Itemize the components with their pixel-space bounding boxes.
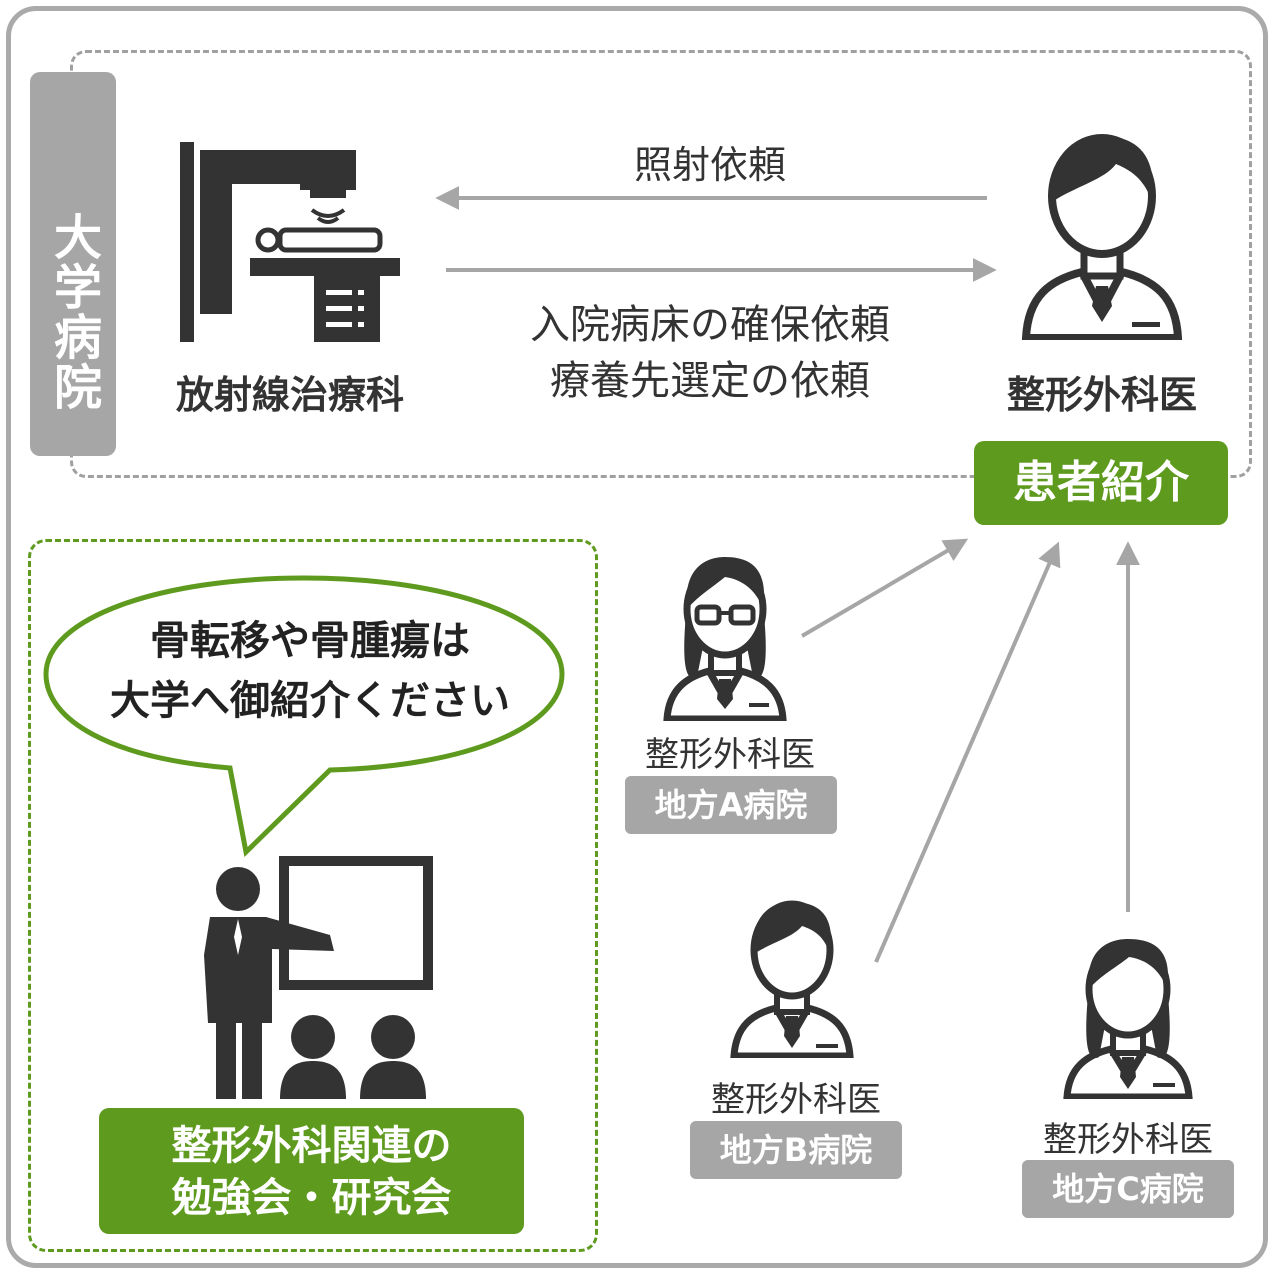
study-line-1: 整形外科関連の [171, 1123, 452, 1169]
doctor-b-label: 整形外科医 [711, 1080, 881, 1120]
arrow-referral-b [874, 541, 1061, 963]
study-group-area [28, 539, 598, 1252]
radiation-machine-icon [180, 142, 400, 342]
study-group-badge: 整形外科関連の 勉強会・研究会 [99, 1108, 524, 1234]
bed-request-label-line1: 入院病床の確保依頼 [530, 302, 890, 348]
study-line-2: 勉強会・研究会 [171, 1175, 452, 1221]
doctor-c-label: 整形外科医 [1043, 1120, 1213, 1160]
bed-request-label-line2: 療養先選定の依頼 [550, 358, 870, 404]
hospital-c-badge: 地方C病院 [1022, 1160, 1234, 1218]
hospital-b-badge: 地方B病院 [690, 1121, 902, 1179]
doctor-b-icon [730, 900, 854, 1058]
speech-line-1: 骨転移や骨腫瘍は [150, 618, 470, 664]
irradiation-request-label: 照射依頼 [633, 143, 786, 187]
radiation-department-label: 放射線治療科 [175, 373, 404, 417]
arrow-referral-a [800, 538, 969, 638]
speech-bubble [43, 575, 565, 858]
orthopedic-doctor-label: 整形外科医 [1006, 373, 1197, 417]
patient-referral-badge: 患者紹介 [974, 441, 1228, 525]
speech-line-2: 大学へ御紹介ください [110, 678, 510, 724]
hospital-a-badge: 地方A病院 [625, 776, 837, 834]
doctor-c-icon [1063, 939, 1193, 1099]
orthopedic-doctor-icon [1021, 134, 1183, 340]
doctor-a-label: 整形外科医 [645, 735, 815, 775]
lecture-icon [204, 856, 433, 1099]
university-hospital-label: 大学病院 [30, 72, 116, 456]
doctor-a-icon [663, 557, 787, 721]
outer-frame [6, 6, 1268, 1268]
